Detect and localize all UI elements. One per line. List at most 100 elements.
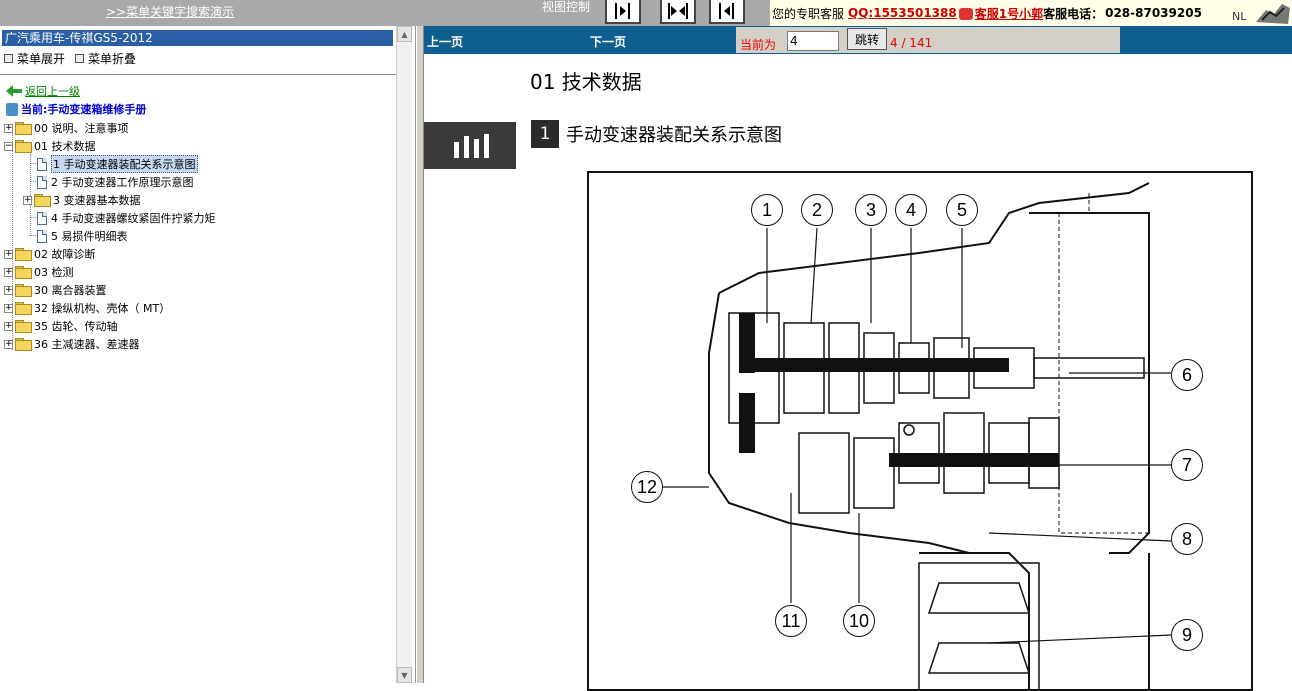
tree-line [30,154,31,236]
plus-icon: + [4,122,13,133]
pane-left-icon [615,3,630,19]
customer-service-bar: 您的专职客服 QQ:1553501388 客服1号小郭 客服电话： 028-87… [770,0,1250,26]
menu-collapse-label: 菜单折叠 [88,52,137,66]
view-right-pane-button[interactable] [709,0,745,24]
tree-item-01-5[interactable]: 5 易损件明细表 [37,227,128,245]
folder-icon [15,338,32,351]
back-link-label: 返回上一级 [25,85,80,98]
tree-item-32[interactable]: + 32 操纵机构、壳体（ MT） [4,299,170,317]
prev-page-link[interactable]: 上一页 [427,35,464,49]
current-location-label: 当前:手动变速箱维修手册 [21,103,147,116]
logo: NL [1228,0,1292,26]
section-number: 1 [531,120,559,148]
tree-item-01-2[interactable]: 2 手动变速器工作原理示意图 [37,173,194,191]
plus-icon: + [4,266,13,277]
tree-line [30,235,38,236]
scroll-down-icon[interactable]: ▼ [397,667,412,683]
tree-item-01-4[interactable]: 4 手动变速器螺纹紧固件拧紧力矩 [37,209,216,227]
scroll-up-icon[interactable]: ▲ [397,26,412,42]
folder-icon [15,302,32,315]
minus-icon: − [4,140,13,151]
folder-icon [15,320,32,333]
callout-4: 4 [895,194,927,226]
tel-label: 客服电话： [1043,6,1104,21]
folder-icon [34,194,51,207]
tree-item-35[interactable]: + 35 齿轮、传动轴 [4,317,118,335]
back-link[interactable]: 返回上一级 [6,83,80,99]
tree-item-label: 3 变速器基本数据 [53,194,141,207]
view-left-pane-button[interactable] [605,0,641,24]
page-number-input[interactable] [787,31,839,51]
menu-expand-label: 菜单展开 [17,52,66,66]
tools-icon [454,134,489,158]
tree-item-label: 01 技术数据 [34,140,96,153]
next-page-link[interactable]: 下一页 [590,35,627,49]
kefu-link[interactable]: 客服1号小郭 [974,6,1044,21]
tree-item-label: 4 手动变速器螺纹紧固件拧紧力矩 [51,212,216,225]
tree-item-label: 35 齿轮、传动轴 [34,320,118,333]
tree-line [12,132,13,350]
tree-item-00[interactable]: + 00 说明、注意事项 [4,119,129,137]
tree-item-label: 02 故障诊断 [34,248,96,261]
tree-item-label: 30 离合器装置 [34,284,107,297]
qq-link[interactable]: QQ:1553501388 [848,6,957,20]
top-bar: >>菜单关键字搜索演示 视图控制 您的专职客服 QQ:1553501388 客服… [0,0,1292,26]
section-title: 手动变速器装配关系示意图 [566,125,782,146]
menu-collapse-button[interactable]: 菜单折叠 [75,50,136,67]
expand-icon [4,54,13,63]
plus-icon: + [23,194,32,205]
callout-7: 7 [1171,449,1203,481]
menu-expand-button[interactable]: 菜单展开 [4,50,65,67]
folder-icon [15,122,32,135]
current-location: 当前:手动变速箱维修手册 [6,101,146,117]
tree-line [30,217,38,218]
jump-button[interactable]: 跳转 [847,28,887,50]
back-arrow-icon [6,85,22,97]
callout-1: 1 [751,194,783,226]
divider [0,74,396,75]
callout-9: 9 [1171,619,1203,651]
manual-icon [6,102,18,116]
tree-item-label: 03 检测 [34,266,74,279]
callout-8: 8 [1171,523,1203,555]
chapter-band [424,122,516,169]
tree-line [30,181,38,182]
document-content: 01 技术数据 1 手动变速器装配关系示意图 [424,54,1292,691]
plus-icon: + [4,338,13,349]
support-label: 您的专职客服 [772,6,845,21]
folder-open-icon [15,140,32,153]
tree-item-label-selected: 1 手动变速器装配关系示意图 [51,155,198,173]
left-scrollbar[interactable]: ▲ ▼ [396,26,412,683]
plus-icon: + [4,284,13,295]
callout-2: 2 [801,194,833,226]
folder-icon [15,248,32,261]
car-logo-icon [1256,4,1290,24]
page-count: 4 / 141 [890,36,933,50]
tel-number: 028-87039205 [1105,6,1202,20]
tree-item-01[interactable]: − 01 技术数据 [4,137,96,155]
folder-icon [15,266,32,279]
tree-item-30[interactable]: + 30 离合器装置 [4,281,107,299]
tree-item-label: 00 说明、注意事项 [34,122,129,135]
document-icon [37,157,47,171]
collapse-icon [75,54,85,63]
tree-item-03[interactable]: + 03 检测 [4,263,74,281]
document-icon [37,229,47,243]
pane-splitter[interactable] [416,26,424,683]
view-control-label: 视图控制 [542,0,591,14]
tree-item-label: 32 操纵机构、壳体（ MT） [34,302,171,315]
logo-text: NL [1232,10,1247,23]
keyword-search-link[interactable]: >>菜单关键字搜索演示 [106,5,235,19]
tree-item-01-3[interactable]: + 3 变速器基本数据 [23,191,141,209]
transmission-drawing [663,182,1172,689]
plus-icon: + [4,320,13,331]
callout-3: 3 [855,194,887,226]
tree-item-02[interactable]: + 02 故障诊断 [4,245,96,263]
pane-split-icon [668,3,688,19]
page-jump-box: 当前为 跳转 4 / 141 [736,27,1120,53]
view-split-pane-button[interactable] [660,0,696,24]
tree-item-01-1[interactable]: 1 手动变速器装配关系示意图 [37,155,198,173]
callout-6: 6 [1171,359,1203,391]
doc-title: 广汽乘用车-传祺GS5-2012 [2,30,393,46]
tree-item-36[interactable]: + 36 主减速器、差速器 [4,335,140,353]
